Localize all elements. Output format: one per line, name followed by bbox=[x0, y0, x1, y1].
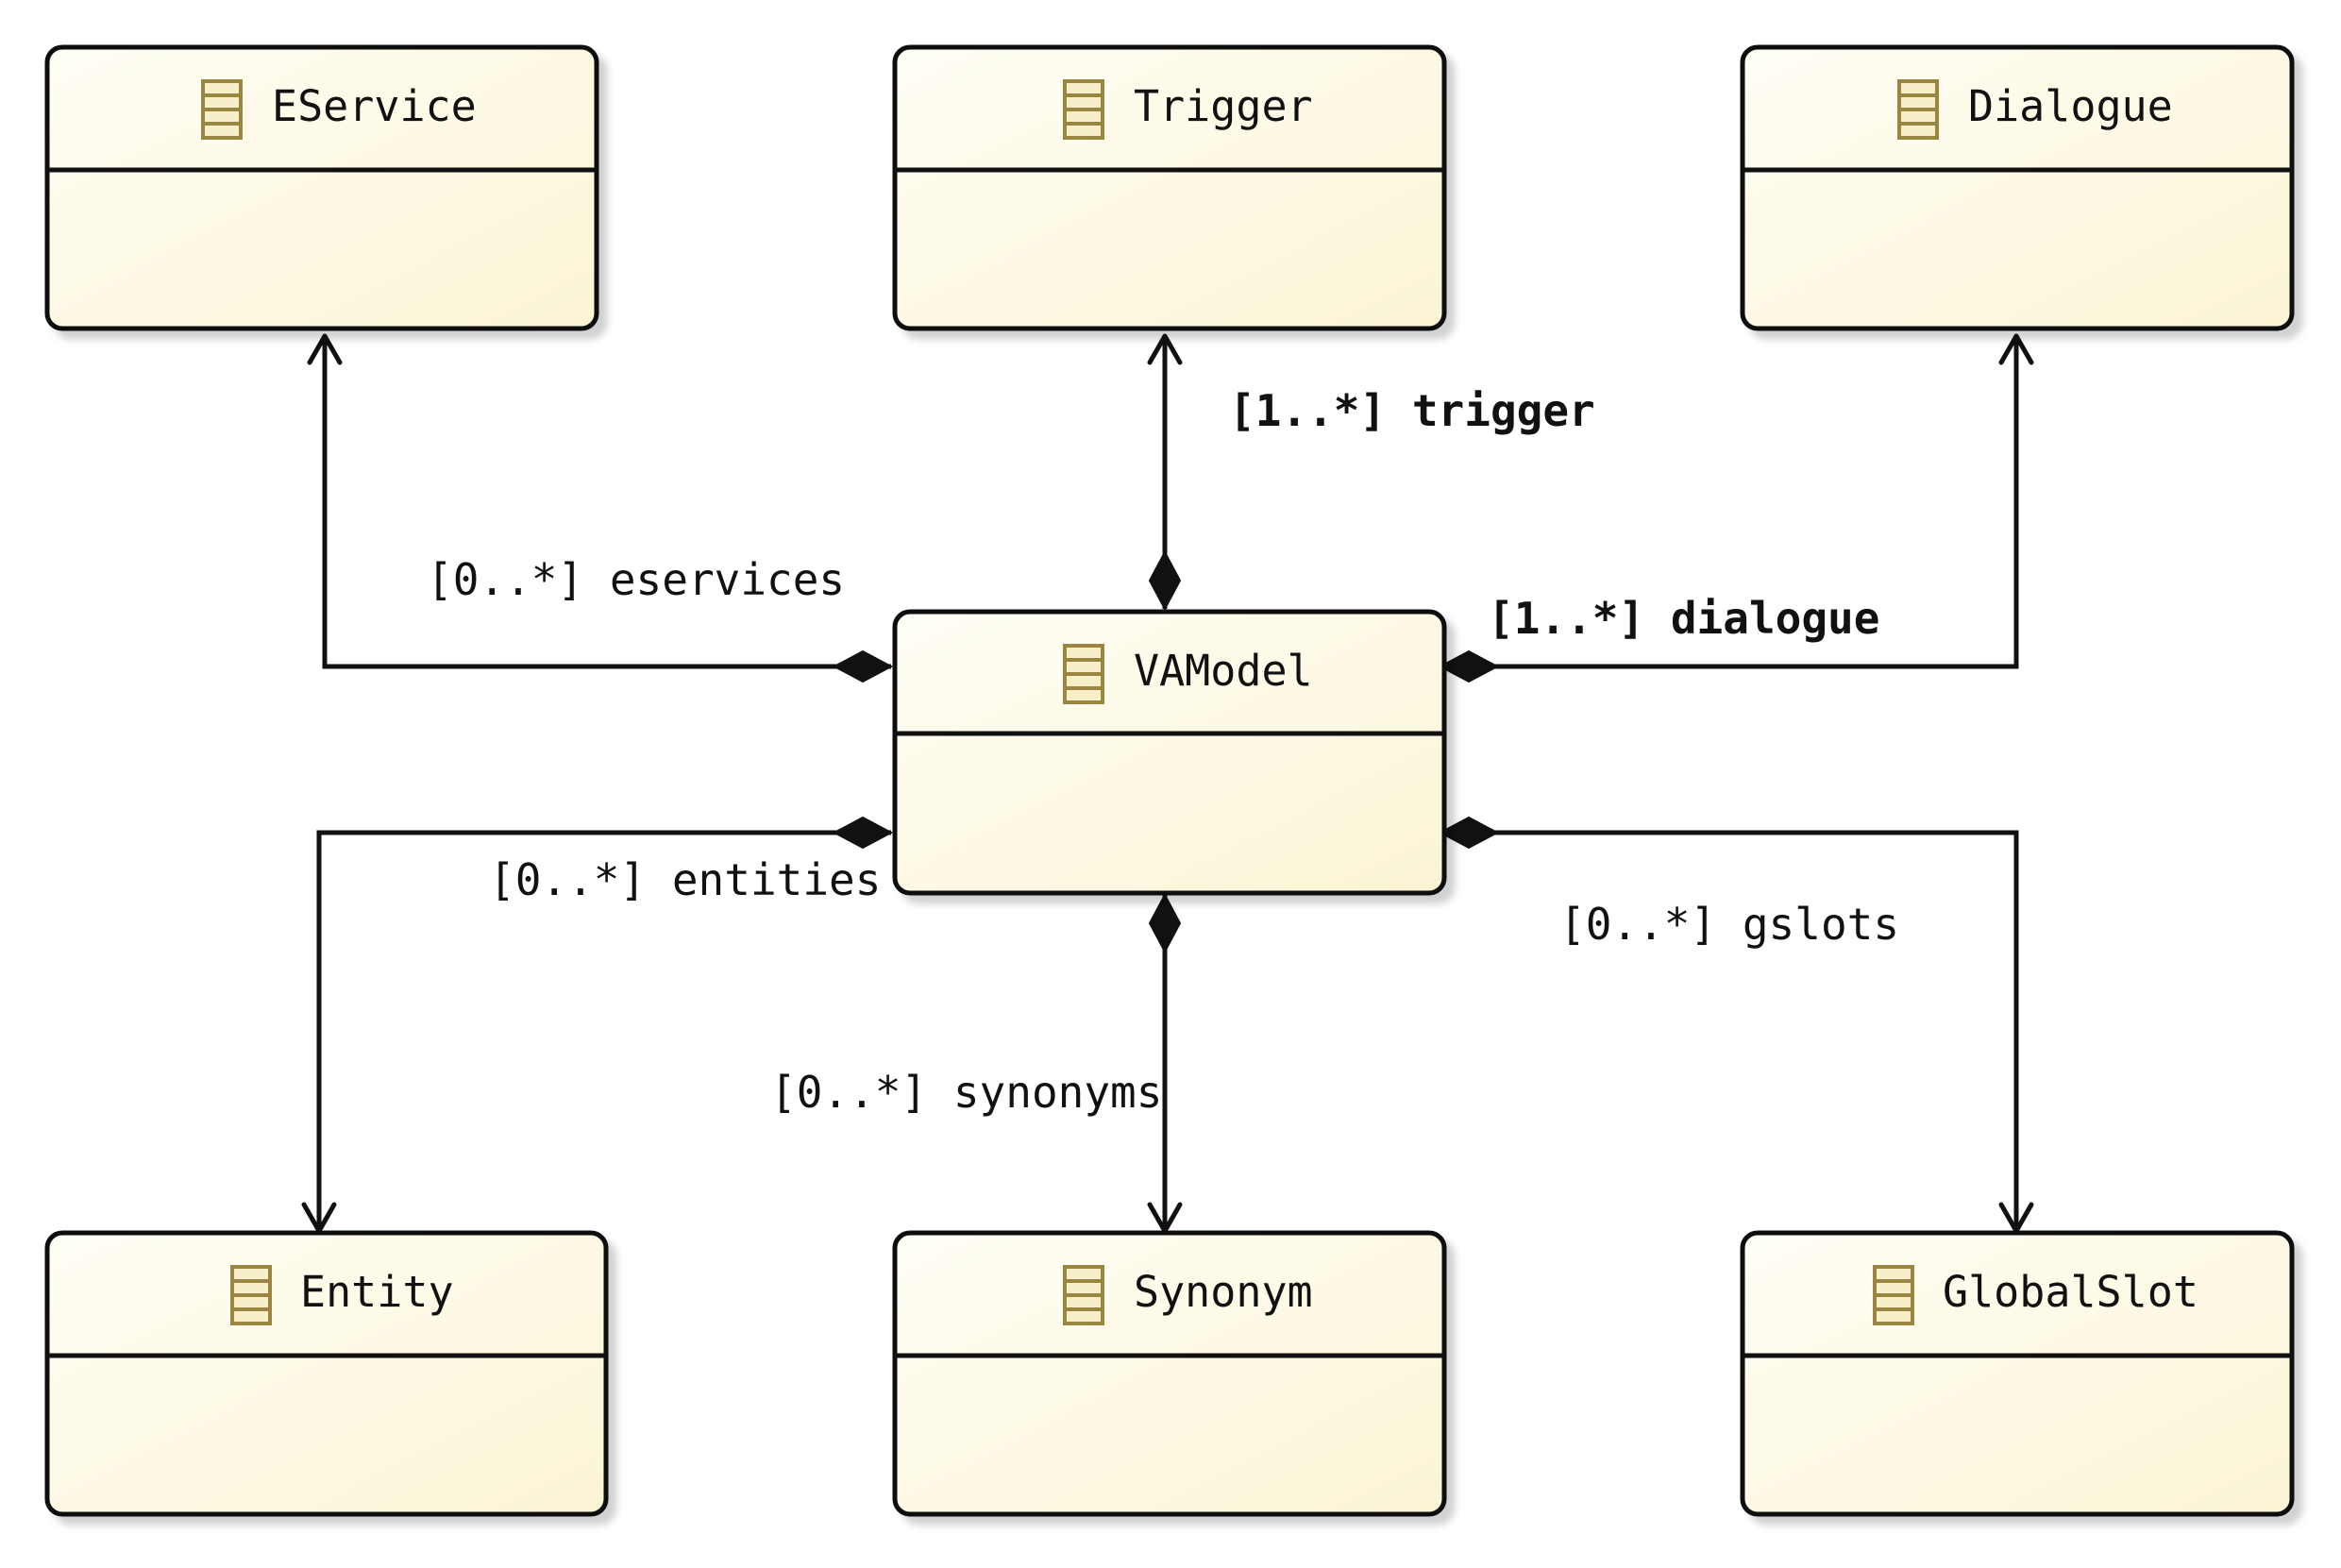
class-name: EService bbox=[272, 81, 477, 131]
edge-entities bbox=[301, 816, 894, 1234]
class-icon bbox=[230, 1265, 272, 1325]
class-icon bbox=[1063, 79, 1104, 140]
class-eservice[interactable]: EService bbox=[44, 44, 599, 331]
class-name: Entity bbox=[300, 1267, 454, 1317]
class-icon bbox=[1897, 79, 1939, 140]
edge-eservices bbox=[307, 333, 894, 683]
composition-diamond bbox=[1438, 649, 1500, 683]
open-arrowhead bbox=[1998, 333, 2034, 365]
class-trigger[interactable]: Trigger bbox=[892, 44, 1447, 331]
open-arrowhead bbox=[307, 333, 343, 365]
composition-diamond bbox=[832, 649, 894, 683]
class-icon bbox=[1063, 1265, 1104, 1325]
class-name: Trigger bbox=[1134, 81, 1313, 131]
open-arrowhead bbox=[1147, 333, 1183, 365]
class-icon bbox=[201, 79, 243, 140]
composition-diamond bbox=[1148, 892, 1182, 954]
label-synonyms: [0..*] synonyms bbox=[770, 1067, 1162, 1118]
label-triggers: [1..*] triggers bbox=[1229, 385, 1621, 436]
class-icon bbox=[1873, 1265, 1914, 1325]
label-dialogues: [1..*] dialogues bbox=[1488, 593, 1906, 644]
class-synonym[interactable]: Synonym bbox=[892, 1230, 1447, 1517]
composition-diamond bbox=[1148, 549, 1182, 612]
composition-diamond bbox=[832, 816, 894, 850]
class-vamodel[interactable]: VAModel bbox=[892, 609, 1447, 896]
label-entities: [0..*] entities bbox=[489, 854, 881, 905]
class-name: GlobalSlot bbox=[1943, 1267, 2198, 1317]
edge-synonyms bbox=[1147, 892, 1183, 1234]
label-dialogues-clip: [1..*] dialogues bbox=[1488, 593, 1906, 644]
label-gslots: [0..*] gslots bbox=[1559, 899, 1899, 950]
class-dialogue[interactable]: Dialogue bbox=[1740, 44, 2295, 331]
class-name: Synonym bbox=[1134, 1267, 1313, 1317]
label-eservices: [0..*] eservices bbox=[427, 554, 845, 605]
class-icon bbox=[1063, 644, 1104, 704]
class-globalslot[interactable]: GlobalSlot bbox=[1740, 1230, 2295, 1517]
edge-triggers bbox=[1147, 333, 1183, 612]
composition-diamond bbox=[1438, 816, 1500, 850]
edge-gslots bbox=[1438, 816, 2034, 1234]
class-name: Dialogue bbox=[1968, 81, 2173, 131]
class-name: VAModel bbox=[1134, 646, 1313, 696]
label-triggers-clip: [1..*] triggers bbox=[1229, 385, 1621, 436]
edge-dialogues bbox=[1438, 333, 2034, 683]
class-entity[interactable]: Entity bbox=[44, 1230, 609, 1517]
